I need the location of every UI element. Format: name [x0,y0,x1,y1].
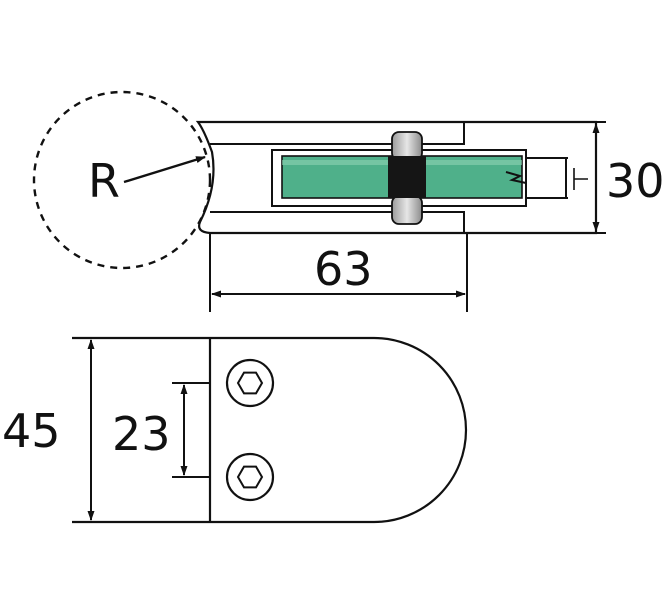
length-label: 63 [314,242,373,296]
radius-label: R [88,154,120,208]
plan-view: 45 23 [2,336,468,524]
bolt-top [391,131,423,161]
length-extension-lines [209,233,468,312]
clamp-jaw-upper [210,122,465,145]
hole-spacing-extension-lines [172,382,210,478]
hex-screw-bottom [225,452,275,502]
height-extension-lines [596,121,606,234]
glass-break-mark [505,171,527,184]
glass-thickness-ticks [526,157,568,199]
bolt-shaft [388,156,426,198]
height-label: 30 [606,154,665,208]
clamp-jaw-lower [210,211,465,233]
plan-outline [72,336,468,524]
bolt-bottom [391,195,423,225]
width-label: 45 [2,404,61,458]
glass-thickness-marker [573,168,588,190]
post-radius-circle [32,90,212,270]
hole-spacing-label: 23 [112,407,171,461]
radius-leader-arrow [123,155,206,184]
hex-screw-top [225,358,275,408]
side-view: R 30 63 [32,90,665,312]
